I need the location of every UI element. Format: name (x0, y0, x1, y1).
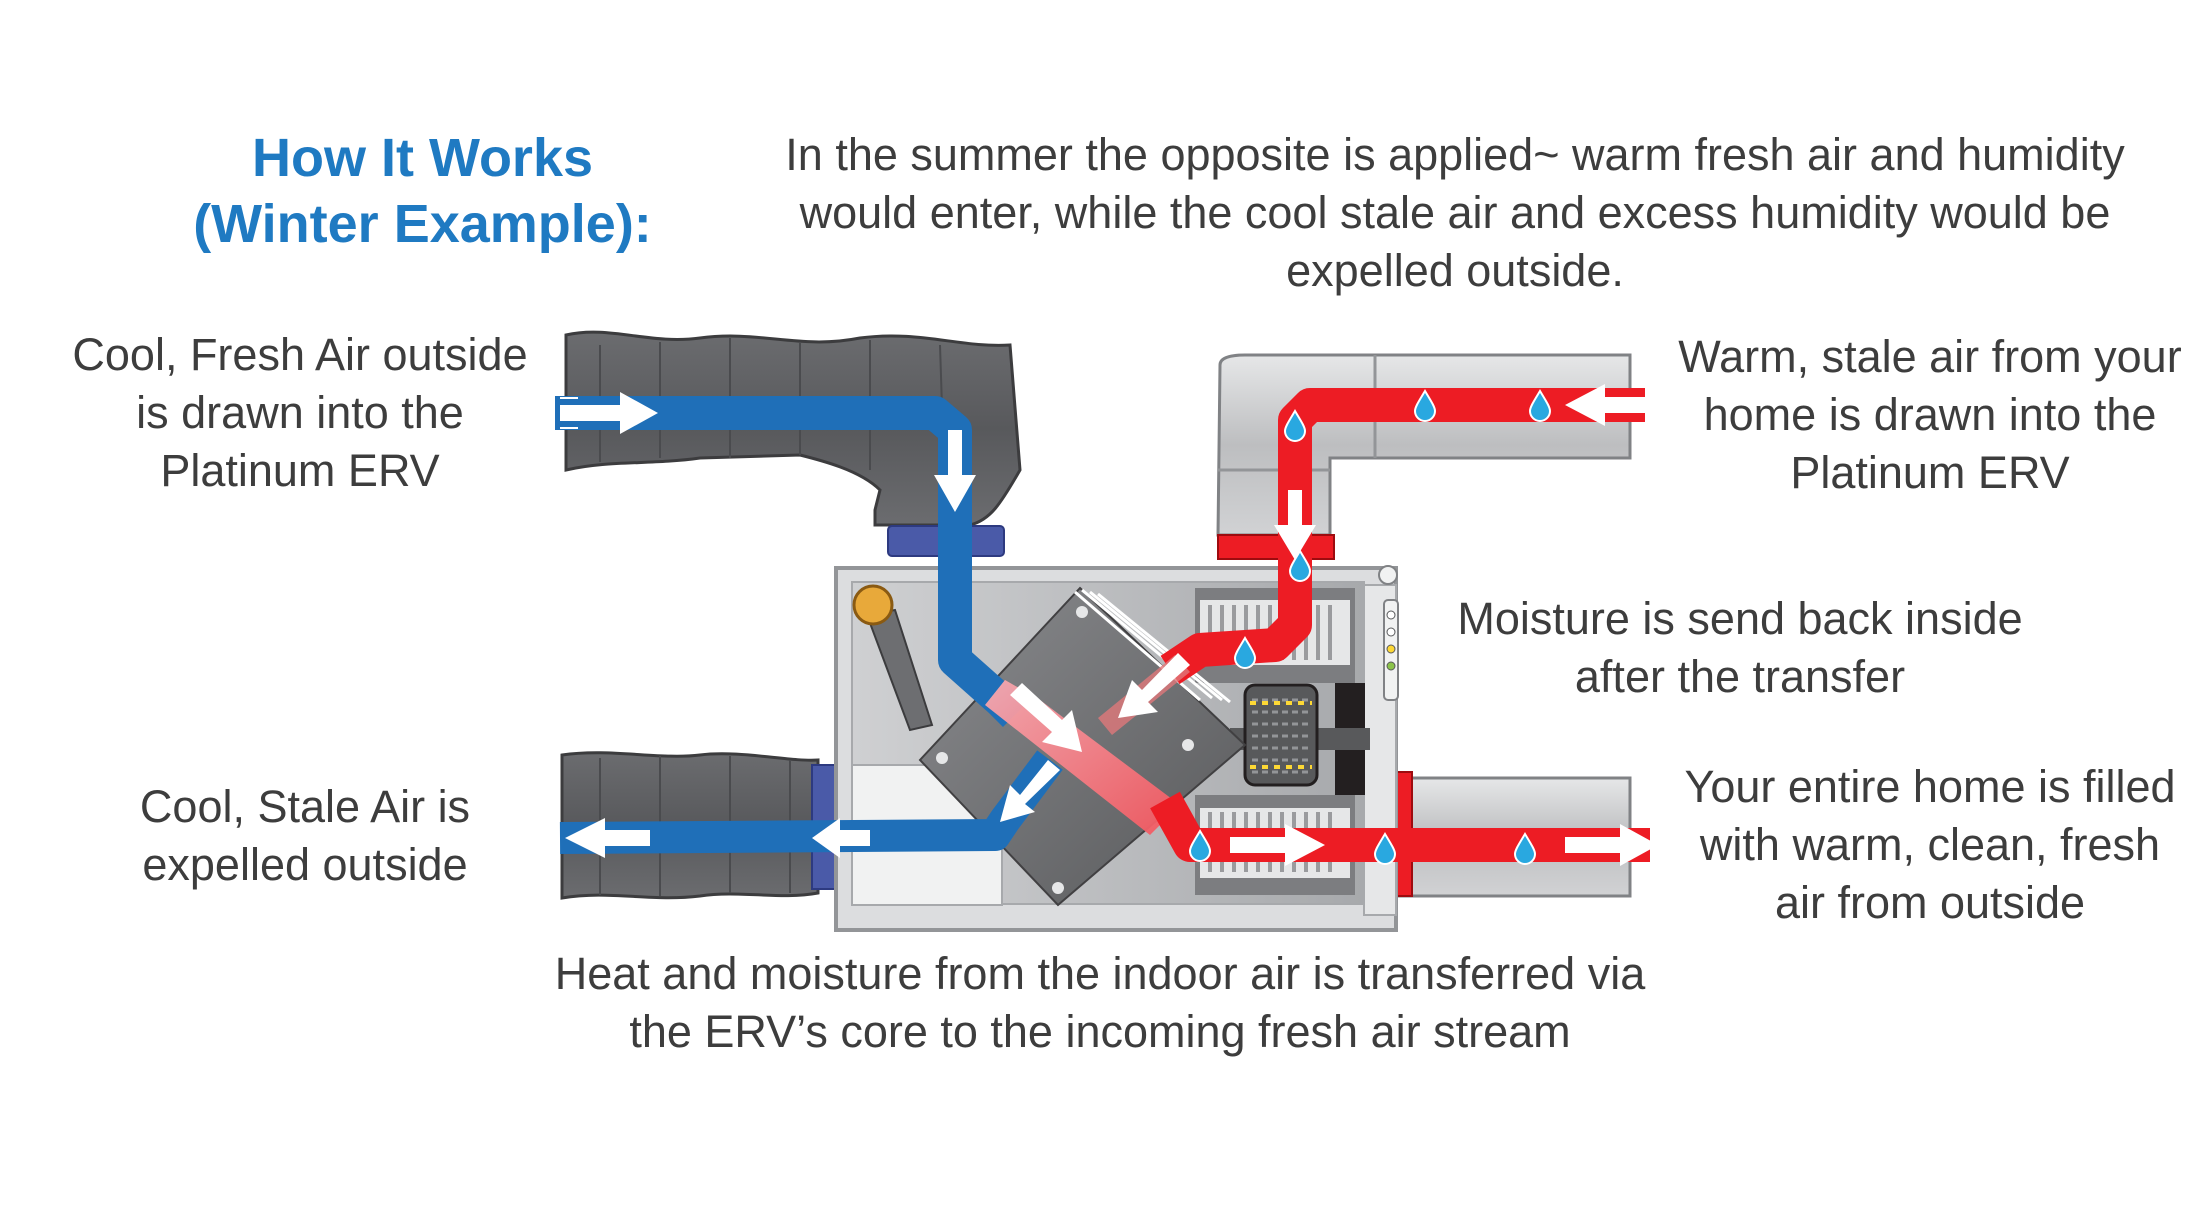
title-line-1: How It Works (251, 128, 594, 188)
summer-note-line-3: expelled outside. (1286, 245, 1624, 296)
summer-note-line-2: would enter, while the cool stale air an… (799, 187, 2111, 238)
filter-icon (1243, 683, 1319, 787)
core-line-2: the ERV’s core to the incoming fresh air… (629, 1006, 1571, 1057)
stale-in-line-3: Platinum ERV (1790, 447, 2070, 498)
fresh-in-line-1: Cool, Fresh Air outside (72, 329, 528, 380)
fresh-in-line-3: Platinum ERV (160, 445, 440, 496)
label-warm-air-out: Your entire home is filled with warm, cl… (1665, 758, 2195, 932)
arrow-icon (560, 384, 1658, 866)
label-stale-air-in: Warm, stale air from your home is drawn … (1660, 328, 2200, 502)
stale-in-line-1: Warm, stale air from your (1678, 331, 2182, 382)
stale-out-line-2: expelled outside (142, 839, 468, 890)
summer-note: In the summer the opposite is applied~ w… (725, 126, 2185, 300)
label-core-transfer: Heat and moisture from the indoor air is… (470, 945, 1730, 1061)
stale-in-line-2: home is drawn into the (1703, 389, 2157, 440)
fresh-in-line-2: is drawn into the (136, 387, 464, 438)
warm-air-stream (1150, 388, 1650, 862)
moisture-line-2: after the transfer (1574, 651, 1906, 702)
knob-icon (852, 584, 934, 732)
warm-out-line-1: Your entire home is filled (1684, 761, 2176, 812)
summer-note-line-1: In the summer the opposite is applied~ w… (785, 129, 2125, 180)
label-moisture: Moisture is send back inside after the t… (1420, 590, 2060, 706)
core-line-1: Heat and moisture from the indoor air is… (554, 948, 1646, 999)
page-title: How It Works (Winter Example): (170, 125, 675, 257)
stale-out-line-1: Cool, Stale Air is (139, 781, 471, 832)
label-stale-air-out: Cool, Stale Air is expelled outside (95, 778, 515, 894)
warm-out-line-3: air from outside (1774, 877, 2086, 928)
moisture-line-1: Moisture is send back inside (1457, 593, 2023, 644)
core-transfer-stream (985, 680, 1180, 835)
label-fresh-air-in: Cool, Fresh Air outside is drawn into th… (55, 326, 545, 500)
warm-out-line-2: with warm, clean, fresh (1699, 819, 2161, 870)
title-line-2: (Winter Example): (193, 194, 652, 254)
